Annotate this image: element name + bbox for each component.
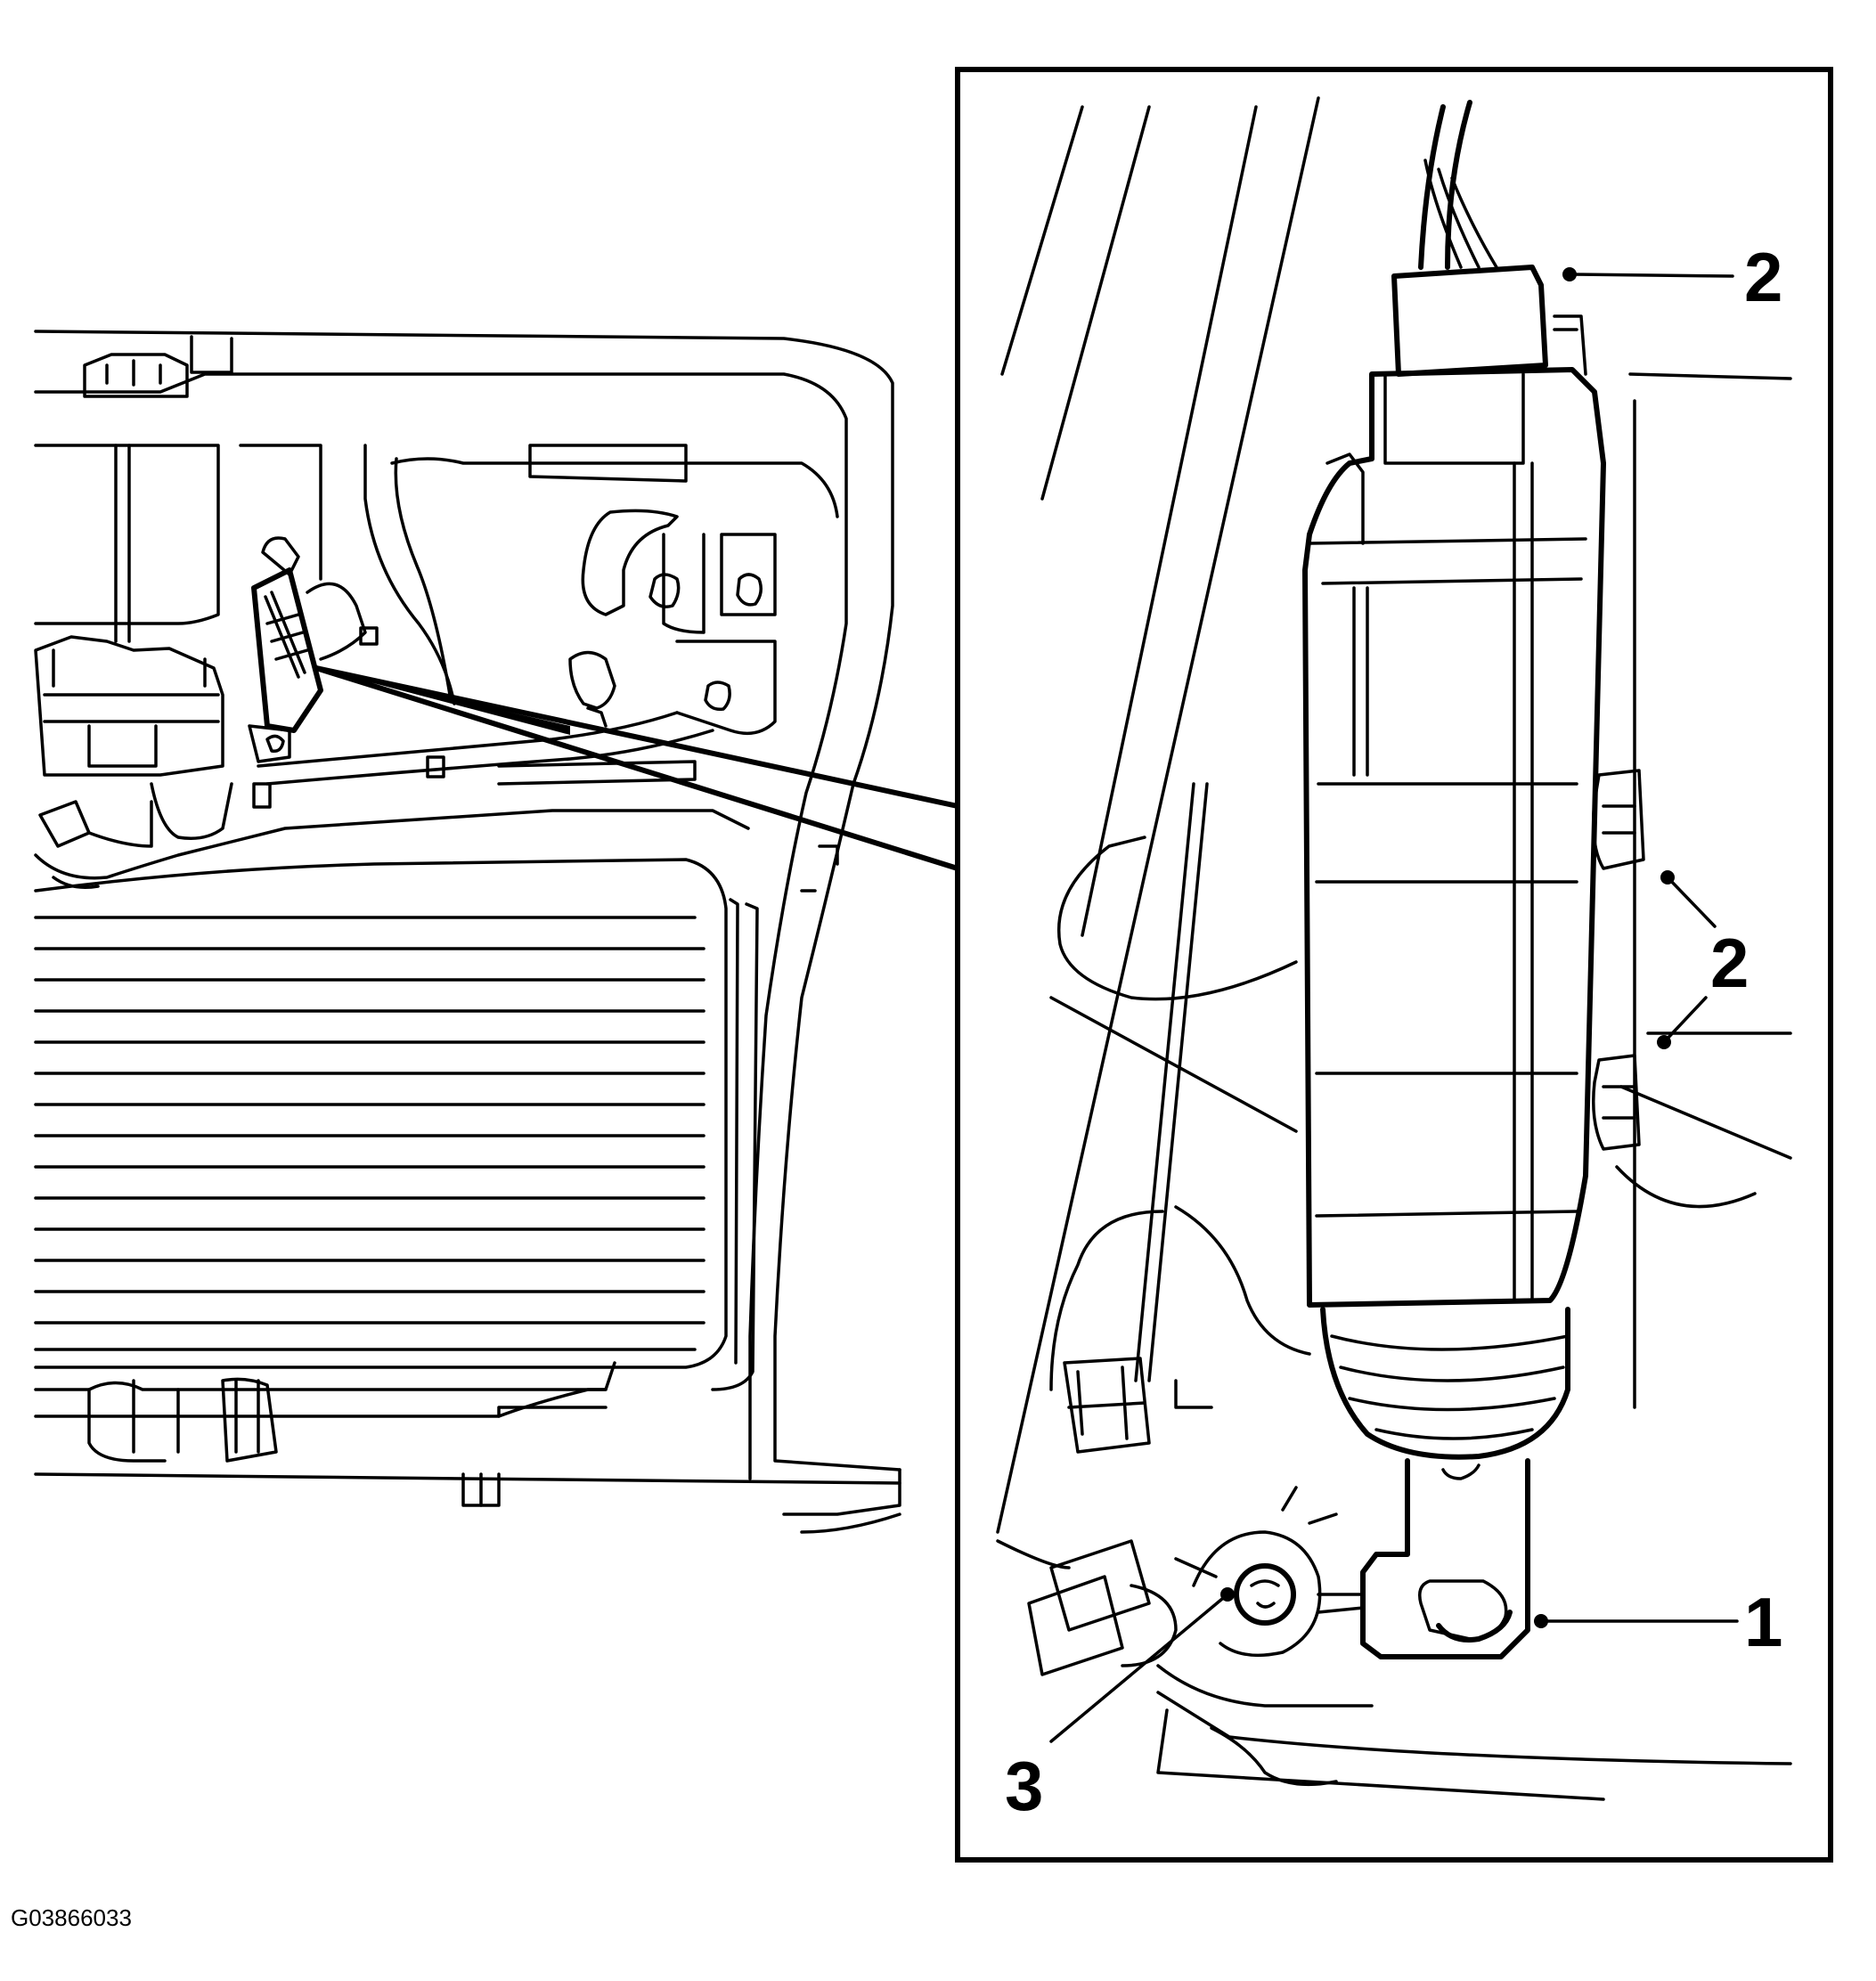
zoom-leader [314, 665, 960, 871]
callout-2-side-label: 2 [1710, 924, 1749, 1002]
callout-3-label: 3 [1005, 1747, 1043, 1825]
callout-leaders [1049, 267, 1739, 1743]
figure-id: G03866033 [11, 1904, 132, 1931]
callout-2-top-label: 2 [1744, 238, 1782, 316]
callout-1-label: 1 [1744, 1583, 1782, 1661]
door-overview [34, 330, 901, 1534]
detail-frame [955, 67, 1833, 1863]
